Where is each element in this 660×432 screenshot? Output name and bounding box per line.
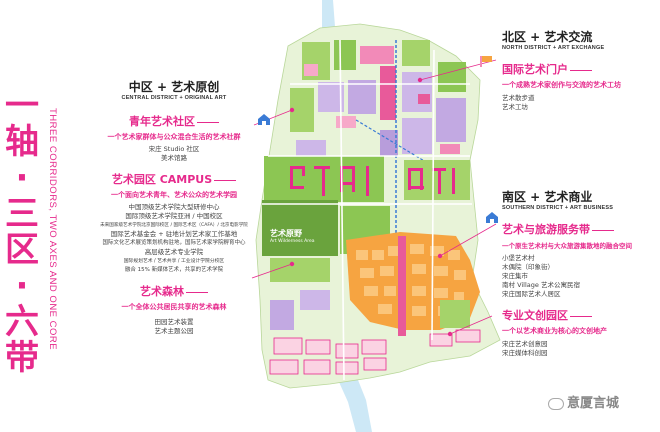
residential-block (402, 118, 432, 154)
green-block (438, 62, 466, 92)
section-tagline: 一个成熟艺术家创作与交流的艺术工坊 (502, 81, 621, 89)
south-title: 南区 + 艺术商业 (502, 190, 593, 204)
section-name: 青年艺术社区 (129, 115, 195, 128)
section-item: 田园艺术装置 (154, 318, 194, 326)
section-item: 中国顶级艺术学院大型研修中心 (128, 203, 220, 211)
house-icon (486, 212, 498, 223)
section-intl-art-gateway: 国际艺术门户 一个成熟艺术家创作与交流的艺术工坊 艺术散步道 艺术工坊 (502, 61, 652, 112)
section-tagline: 一个全体公共居民共享的艺术森林 (121, 303, 227, 311)
section-name: 艺术与旅游服务带 (502, 223, 590, 236)
section-creative-park: 专业文创园区 一个以艺术商业为核心的文创地产 宋庄艺术创意园 宋庄媒体科创园 (502, 307, 656, 358)
section-item: 艺术散步道 (502, 94, 535, 102)
section-youth-community: 青年艺术社区 一个艺术家群体与公众混合生活的艺术社群 宋庄 Studio 社区 … (90, 113, 258, 163)
landmark-block (336, 116, 356, 128)
south-subtitle: SOUTHERN DISTRICT + ART BUSINESS (502, 205, 614, 211)
residential-block (402, 72, 432, 112)
south-district-panel: 南区 + 艺术商业 SOUTHERN DISTRICT + ART BUSINE… (502, 188, 656, 358)
center-subtitle: CENTRAL DISTRICT + ORIGINAL ART (121, 95, 227, 101)
wechat-icon (548, 397, 564, 410)
landmark-block (418, 94, 430, 104)
title-char: 带 (5, 338, 39, 378)
section-name: 国际艺术门户 (502, 63, 568, 76)
north-title: 北区 + 艺术交流 (502, 30, 593, 44)
map-area-sub: Art Wilderness Area (270, 239, 315, 244)
section-item: 美术馆路 (161, 154, 187, 162)
section-tagline: 一个原生艺术村与大众旅游集散地的融合空间 (502, 242, 632, 250)
title-char: · (15, 158, 29, 198)
green-field (270, 258, 330, 282)
title-char: 六 (5, 302, 39, 342)
map-area-label: 艺术原野 Art Wilderness Area (270, 228, 314, 244)
park-block (440, 300, 470, 328)
title-char: 区 (5, 230, 39, 270)
landmark-block (360, 46, 394, 64)
pink-strip (398, 236, 406, 336)
green-field (404, 160, 470, 200)
residential-block (436, 98, 466, 142)
section-item: 小堡艺术村 (502, 254, 535, 262)
main-vertical-title: 一 轴 · 三 区 · 六 带 (2, 88, 42, 376)
section-tagline: 一个艺术家群体与公众混合生活的艺术社群 (107, 133, 241, 141)
section-item: 融合 15% 新媒体艺术，共享的艺术学院 (124, 267, 224, 273)
outlined-plots (269, 329, 481, 375)
title-char: 三 (5, 194, 39, 234)
lavender-block (270, 300, 294, 330)
map-area-name: 艺术原野 (270, 229, 302, 238)
center-title: 中区 + 艺术原创 (128, 80, 220, 94)
vertical-subtitle: THREE CORRIDORS, TWO AXES AND ONE CORE (47, 108, 58, 351)
section-item: 宋庄媒体科创园 (502, 349, 548, 357)
section-item: 艺术主题公园 (154, 327, 194, 335)
green-block (402, 40, 430, 66)
residential-block (348, 80, 376, 114)
section-tagline: 一个面向艺术青年、艺术公众的艺术学园 (111, 191, 237, 199)
section-tagline: 一个以艺术商业为核心的文创地产 (502, 327, 607, 335)
section-item: 宋庄集市 (502, 272, 528, 280)
section-item: 国际文化艺术展览策划机构驻地，国际艺术家学院孵育中心 (102, 240, 246, 246)
section-item: 高层级艺术专业学院 (144, 248, 204, 256)
north-district-panel: 北区 + 艺术交流 NORTH DISTRICT + ART EXCHANGE … (502, 28, 652, 112)
section-campus: 艺术园区 CAMPUS 一个面向艺术青年、艺术公众的艺术学园 中国顶级艺术学院大… (90, 171, 258, 275)
title-char: · (15, 266, 29, 306)
section-item: 宋庄国际艺术人居区 (502, 290, 561, 298)
landmark-block (440, 144, 460, 154)
watermark: 意厦言城 (548, 392, 619, 411)
section-item: 宋庄 Studio 社区 (148, 145, 200, 153)
house-icon (258, 114, 270, 125)
section-item: 国际规划艺术 / 艺术共享 / 工业设计学院分校区 (123, 259, 225, 264)
section-item: 宋庄艺术创意园 (502, 340, 548, 348)
section-art-tourism: 艺术与旅游服务带 一个原生艺术村与大众旅游集散地的融合空间 小堡艺术村 木偶院（… (502, 221, 656, 299)
section-item: 未来国家级艺术学院北京国际校区 / 国际艺术区（CAFA）/ 北京电影学院 (100, 223, 248, 228)
section-item: 国际顶级艺术学院亚洲 / 中国校区 (125, 212, 223, 220)
section-item: 木偶院（印象街） (502, 263, 554, 271)
north-subtitle: NORTH DISTRICT + ART EXCHANGE (502, 45, 605, 51)
section-name: 专业文创园区 (502, 309, 568, 322)
section-art-forest: 艺术森林 一个全体公共居民共享的艺术森林 田园艺术装置 艺术主题公园 (90, 283, 258, 336)
title-char: 一 (5, 86, 39, 126)
lavender-block (300, 290, 330, 310)
residential-block (318, 82, 344, 112)
section-name: 艺术园区 CAMPUS (111, 173, 213, 186)
section-item: 南村 Village 艺术公寓民宿 (502, 281, 580, 289)
section-name: 艺术森林 (140, 285, 184, 298)
landmark-block (304, 64, 318, 76)
flag-icon (480, 56, 492, 67)
title-char: 轴 (5, 122, 39, 162)
watermark-text: 意厦言城 (567, 396, 620, 411)
section-item: 艺术工坊 (502, 103, 528, 111)
landmark-block (380, 66, 396, 120)
section-item: 国际艺术基金会 + 驻地计划艺术家工作基地 (110, 230, 238, 238)
green-block (334, 40, 356, 70)
campus-pattern (290, 166, 455, 196)
center-district-panel: 中区 + 艺术原创 CENTRAL DISTRICT + ORIGINAL AR… (90, 78, 258, 336)
art-wilderness-field (262, 200, 338, 256)
